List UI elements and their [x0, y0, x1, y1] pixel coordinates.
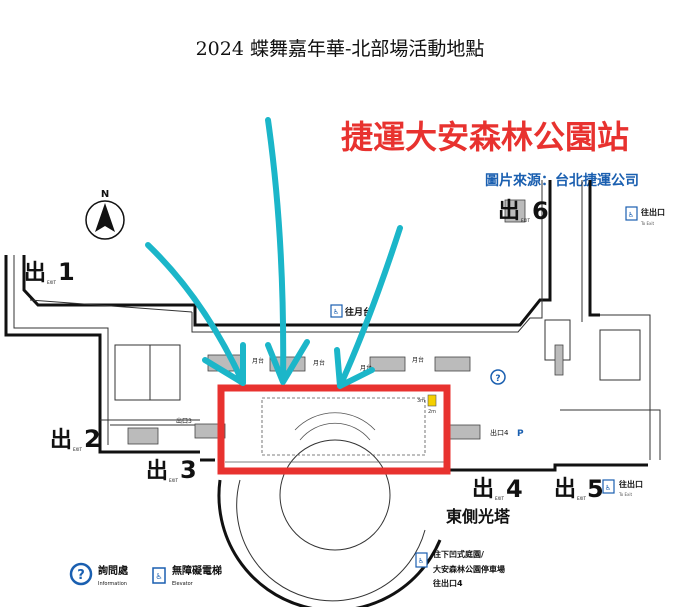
svg-text:♿: ♿	[605, 484, 611, 492]
svg-text:出: 出	[498, 199, 520, 224]
to-platform-label: 往月台	[345, 306, 372, 318]
dimension-3m: 3m	[417, 398, 425, 404]
svg-text:EXIT: EXIT	[521, 218, 530, 223]
platform-signs: 月台 月台 月台 月台 出口3 出口4 P 3m 2m	[176, 356, 524, 439]
elevator-icon: ♿	[330, 304, 343, 318]
svg-text:出: 出	[50, 428, 72, 453]
event-booth-marker	[427, 394, 437, 407]
station-walls	[4, 180, 661, 607]
arrow-icon	[265, 117, 310, 385]
station-title: 捷運大安森林公園站	[341, 118, 629, 156]
exit-2-label: 出 EXIT 2	[50, 425, 101, 453]
elevator-note-line: 往下凹式庭園/	[433, 549, 484, 559]
exit-3-label: 出 EXIT 3	[146, 456, 197, 484]
legend-information-zh: 詢問處	[98, 564, 129, 577]
svg-text:6: 6	[532, 197, 549, 225]
svg-text:EXIT: EXIT	[577, 496, 586, 501]
arrow-icon	[145, 242, 246, 386]
svg-text:EXIT: EXIT	[169, 478, 178, 483]
parking-label: P	[517, 429, 524, 439]
legend-elevator-zh: 無障礙電梯	[172, 564, 222, 577]
exit-6-label: 出 EXIT 6	[498, 197, 549, 225]
legend-elevator-en: Elevator	[172, 581, 194, 587]
svg-text:EXIT: EXIT	[47, 280, 56, 285]
exit-1-label: 出 EXIT 1	[24, 258, 75, 286]
elevator-note-line: 往出口4	[433, 578, 463, 588]
elevator-icon: ♿	[415, 552, 428, 568]
information-icon: ?	[69, 562, 93, 586]
compass-label: N	[101, 189, 109, 200]
elevator-icon: ♿	[625, 206, 638, 221]
elevator-icon: ♿	[602, 479, 615, 494]
escalators	[127, 199, 564, 445]
event-area-highlight	[217, 384, 451, 475]
platform-label: 月台	[313, 359, 325, 367]
svg-text:3: 3	[180, 456, 197, 484]
page-title: 2024 蝶舞嘉年華-北部場活動地點	[196, 38, 485, 60]
svg-text:♿: ♿	[155, 572, 162, 581]
image-source: 圖片來源：台北捷運公司	[485, 172, 639, 189]
exit-4-label: 出 EXIT 4	[472, 475, 523, 503]
elevator-icon: ♿	[152, 567, 166, 584]
arrow-icon	[334, 225, 403, 389]
svg-text:♿: ♿	[333, 308, 339, 316]
to-exit-label: 往出口	[619, 479, 643, 489]
svg-text:?: ?	[495, 374, 500, 384]
platform-label: 月台	[360, 364, 372, 372]
svg-text:1: 1	[58, 258, 75, 286]
east-light-tower-label: 東側光塔	[446, 507, 511, 526]
svg-text:♿: ♿	[418, 557, 424, 565]
platform-label: 月台	[252, 357, 264, 365]
dimension-2m: 2m	[428, 409, 436, 415]
to-exit-en-label: To Exit	[618, 492, 632, 497]
exit4-sign: 出口4	[490, 428, 509, 437]
cyan-pointer-arrows	[145, 117, 403, 389]
information-icon: ?	[490, 369, 506, 385]
to-exit-label: 往出口	[641, 207, 665, 217]
svg-text:出: 出	[472, 477, 494, 502]
legend: ? 詢問處 Information ♿ 無障礙電梯 Elevator	[69, 562, 222, 587]
to-exit-en-label: To Exit	[640, 221, 654, 226]
compass-icon: N	[85, 189, 125, 240]
svg-text:5: 5	[587, 475, 604, 503]
svg-text:出: 出	[146, 459, 168, 484]
svg-text:?: ?	[77, 568, 85, 583]
svg-text:EXIT: EXIT	[495, 496, 504, 501]
elevator-note-line: 大安森林公園停車場	[433, 564, 505, 574]
exit-5-label: 出 EXIT 5	[554, 475, 604, 503]
svg-text:出: 出	[24, 261, 46, 286]
exit3-sign: 出口3	[176, 417, 192, 425]
svg-text:2: 2	[84, 425, 101, 453]
legend-information-en: Information	[98, 581, 127, 587]
svg-text:♿: ♿	[628, 211, 634, 219]
svg-text:EXIT: EXIT	[73, 447, 82, 452]
svg-text:出: 出	[554, 477, 576, 502]
platform-label: 月台	[412, 356, 424, 364]
svg-text:4: 4	[506, 475, 523, 503]
